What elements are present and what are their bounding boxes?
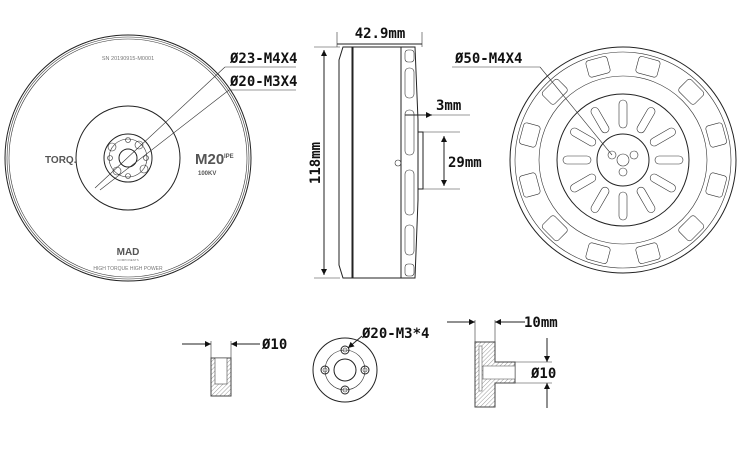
inner-slot: [590, 107, 610, 134]
inner-slot: [618, 191, 628, 221]
maker-logo: MAD: [117, 247, 140, 258]
outer-slot: [705, 172, 727, 198]
outer-slot: [678, 78, 705, 105]
inner-slot: [636, 186, 656, 213]
inner-slot: [636, 107, 656, 134]
mount-plate: Ø20-M3*4: [312, 326, 429, 403]
inner-slot: [562, 155, 592, 165]
cooling-slots: [394, 49, 415, 277]
inner-ring: [75, 105, 181, 211]
inner-slot: [570, 127, 597, 147]
nut-diameter: Ø10: [261, 337, 287, 353]
inner-slot: [649, 127, 676, 147]
adapter-drawing: 10mm Ø10: [447, 315, 558, 408]
inner-slot: [618, 99, 628, 129]
height-dimension: 118mm: [308, 142, 324, 184]
outer-rim: [4, 34, 252, 282]
width-dimension: 42.9mm: [355, 26, 406, 42]
inner-slot: [654, 155, 684, 165]
adapter-diameter: Ø10: [530, 366, 556, 382]
maker-sub: COMPONENTS: [117, 258, 139, 262]
outer-slot: [585, 242, 611, 264]
outer-slot: [635, 56, 661, 78]
adapter-length: 10mm: [524, 315, 558, 331]
outer-slot: [705, 122, 727, 148]
rear-cooling-slots: [519, 56, 727, 264]
outer-slot: [519, 122, 541, 148]
outer-slot: [541, 215, 568, 242]
side-view: 42.9mm 118mm 3mm 29mm: [308, 26, 482, 279]
hub: [103, 133, 153, 183]
model-name: M20: [195, 151, 224, 168]
inner-slot: [590, 186, 610, 213]
kv-rating: 100KV: [198, 171, 216, 177]
outer-slot: [678, 215, 705, 242]
outer-slot: [519, 172, 541, 198]
nut-drawing: Ø10: [182, 337, 287, 397]
shaft-dimension: 29mm: [448, 155, 482, 171]
shaft-bore: [118, 148, 138, 168]
label-rear-holes: Ø50-M4X4: [454, 51, 522, 67]
outer-slot: [585, 56, 611, 78]
mount-holes: [107, 137, 149, 179]
label-inner-holes: Ø20-M3X4: [229, 74, 297, 90]
mount-holes-label: Ø20-M3*4: [361, 326, 429, 342]
inner-slot: [570, 173, 597, 193]
outer-slot: [635, 242, 661, 264]
inner-slot: [649, 173, 676, 193]
model-suffix: IPE: [224, 154, 234, 160]
rear-view: Ø50-M4X4: [452, 46, 737, 274]
slogan: HIGH TORQUE HIGH POWER: [93, 266, 163, 272]
outer-slot: [541, 78, 568, 105]
serial-number: SN 20190915-M0001: [102, 56, 154, 62]
brand-logo: TORQ.: [45, 155, 77, 166]
front-view: SN 20190915-M0001 TORQ. M20 IPE 100KV MA…: [4, 34, 297, 282]
label-outer-holes: Ø23-M4X4: [229, 51, 297, 67]
step-dimension: 3mm: [436, 98, 461, 114]
